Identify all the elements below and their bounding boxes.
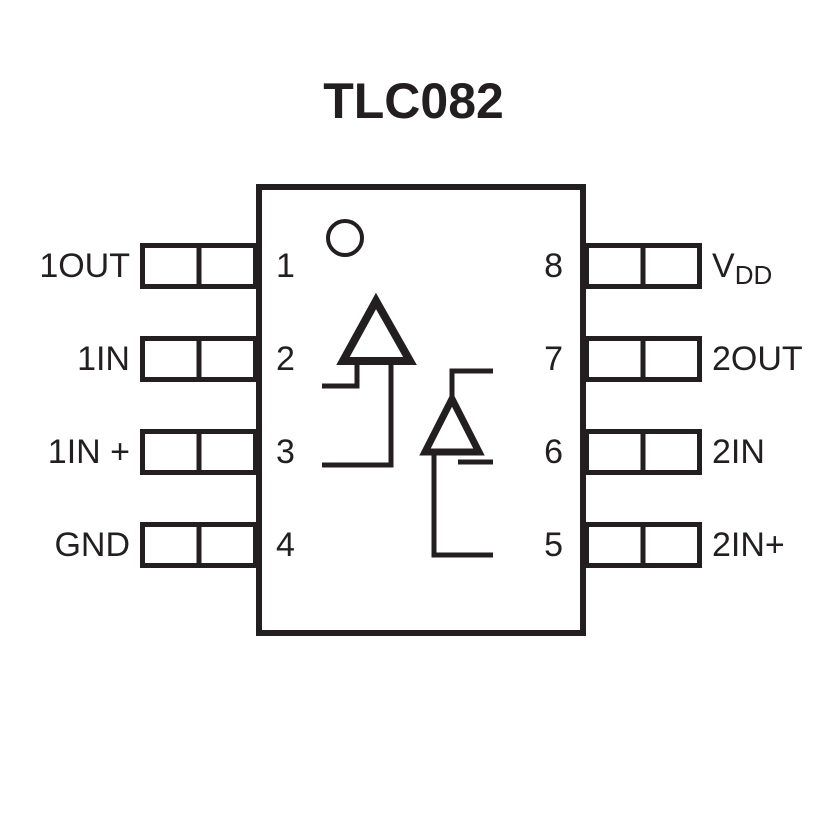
- pin-box-1: [140, 243, 258, 289]
- pin-number-2: 2: [276, 340, 295, 378]
- pin-label-2out: 2OUT: [712, 340, 803, 378]
- pin-box-6: [584, 429, 702, 475]
- vdd-subscript: DD: [734, 260, 773, 290]
- pin-label-2in-plus: 2IN+: [712, 526, 785, 564]
- pin-label-1out: 1OUT: [39, 247, 130, 285]
- pin-box-8: [584, 243, 702, 289]
- pin-number-1: 1: [276, 247, 295, 285]
- pin-number-8: 8: [544, 247, 563, 285]
- vdd-main: V: [712, 247, 735, 285]
- pin-box-2: [140, 336, 258, 382]
- pin-label-gnd: GND: [54, 526, 130, 564]
- pin-box-7: [584, 336, 702, 382]
- pin-box-3: [140, 429, 258, 475]
- pin-label-1in-plus: 1IN +: [47, 433, 130, 471]
- pin-label-1in: 1IN: [77, 340, 130, 378]
- pin-number-3: 3: [276, 433, 295, 471]
- pin-box-4: [140, 522, 258, 568]
- pin-label-vdd: VDD: [712, 243, 827, 290]
- pin-number-7: 7: [544, 340, 563, 378]
- chip-title: TLC082: [323, 73, 504, 129]
- pin-box-5: [584, 522, 702, 568]
- pin-label-2in: 2IN: [712, 433, 765, 471]
- pin-number-4: 4: [276, 526, 295, 564]
- pin-number-5: 5: [544, 526, 563, 564]
- pin-number-6: 6: [544, 433, 563, 471]
